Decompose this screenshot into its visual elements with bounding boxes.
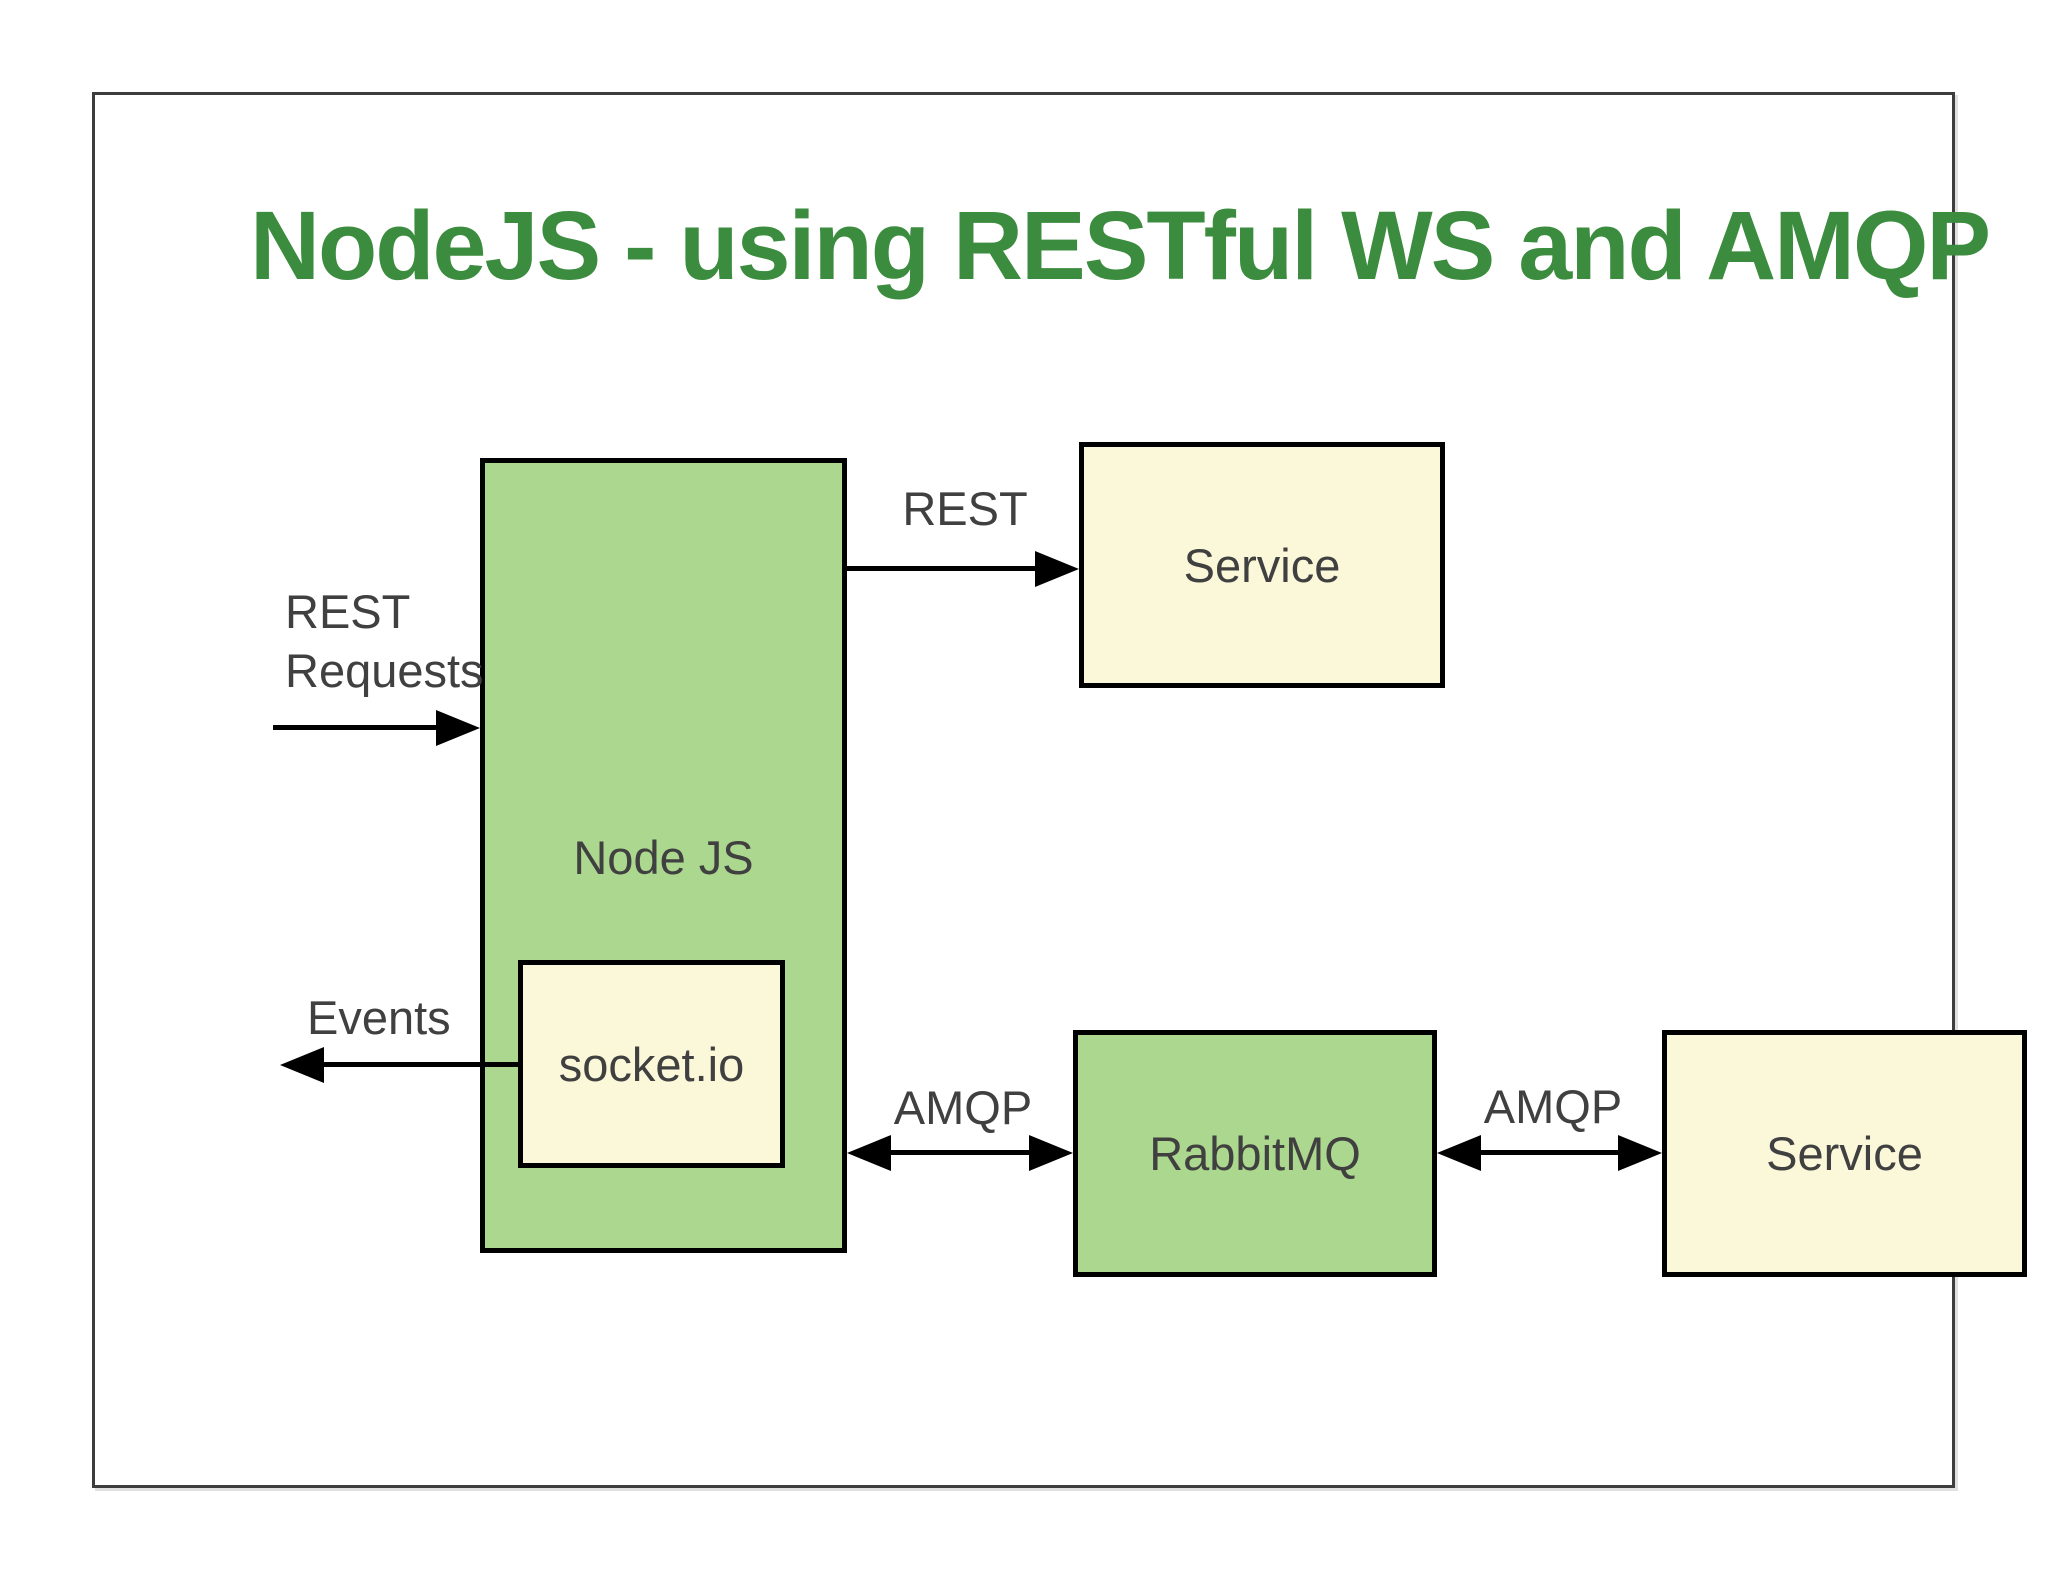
rest-requests-edge-label: REST Requests — [285, 583, 484, 701]
rest-requests-arrow-line — [273, 725, 445, 730]
events-arrow-line — [320, 1062, 518, 1067]
amqp-right-arrowhead-left-icon — [1437, 1135, 1481, 1171]
rest-arrowhead-icon — [1035, 551, 1079, 587]
amqp-left-arrow-line — [885, 1150, 1035, 1155]
nodejs-label: Node JS — [573, 831, 754, 884]
rest-edge-label: REST — [902, 482, 1028, 535]
service-right-label: Service — [1766, 1127, 1923, 1180]
rest-requests-label-line1: REST — [285, 585, 411, 638]
socketio-box: socket.io — [518, 960, 785, 1168]
amqp-left-arrowhead-right-icon — [1029, 1135, 1073, 1171]
rabbitmq-box: RabbitMQ — [1073, 1030, 1437, 1277]
service-top-label: Service — [1183, 538, 1341, 592]
rest-requests-arrowhead-icon — [436, 710, 480, 746]
rest-arrow-line — [847, 566, 1041, 571]
amqp-right-arrowhead-right-icon — [1618, 1135, 1662, 1171]
slide-frame: NodeJS - using RESTful WS and AMQP Node … — [92, 92, 2027, 1488]
amqp-left-edge-label: AMQP — [893, 1081, 1033, 1134]
rest-requests-label-line2: Requests — [285, 643, 484, 697]
events-arrowhead-icon — [280, 1047, 324, 1083]
events-edge-label: Events — [307, 991, 451, 1044]
rabbitmq-label: RabbitMQ — [1149, 1127, 1361, 1180]
service-top-box: Service — [1079, 442, 1445, 688]
page-title: NodeJS - using RESTful WS and AMQP — [250, 191, 1991, 300]
amqp-right-edge-label: AMQP — [1483, 1080, 1623, 1133]
amqp-left-arrowhead-left-icon — [847, 1135, 891, 1171]
socketio-label: socket.io — [558, 1037, 745, 1091]
amqp-right-arrow-line — [1475, 1150, 1624, 1155]
service-right-box: Service — [1662, 1030, 2027, 1277]
